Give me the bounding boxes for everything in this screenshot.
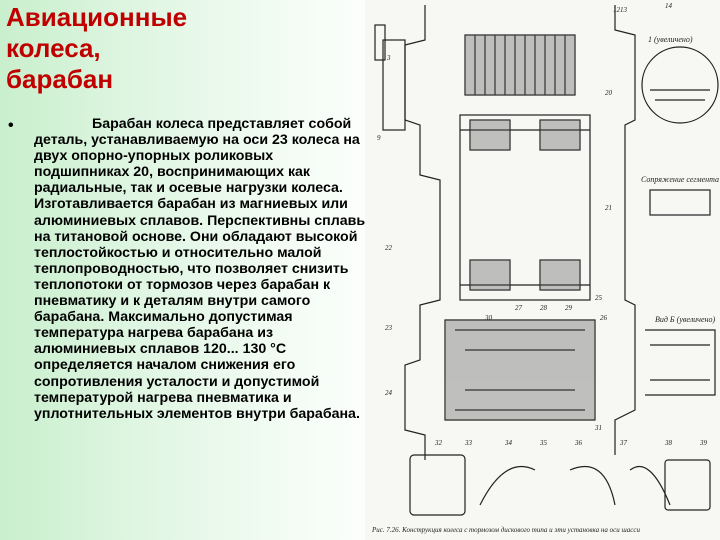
title-line-3: барабан [6,64,114,94]
reference-number-35: 35 [539,439,548,447]
reference-number-30: 30 [484,314,493,322]
slide-body-text: Барабан колеса представляет собой деталь… [34,116,369,422]
title-line-2: колеса, [6,33,101,63]
reference-number-12: 12 [613,6,621,14]
reference-number-32: 32 [434,439,443,447]
background-green-band [0,0,392,540]
reference-number-33: 33 [464,439,473,447]
reference-number-34: 34 [504,439,513,447]
reference-number-22: 22 [385,244,393,252]
title-line-1: Авиационные [6,2,188,32]
reference-number-14: 14 [665,2,673,10]
reference-number-25: 25 [595,294,603,302]
annotation-view-b: Вид Б (увеличено) [655,315,716,324]
reference-number-31: 31 [594,424,602,432]
reference-number-39: 39 [699,439,708,447]
reference-number-36: 36 [574,439,583,447]
reference-number-3: 3 [386,54,391,62]
reference-number-26: 26 [600,314,608,322]
reference-number-27: 27 [515,304,523,312]
reference-number-28: 28 [540,304,548,312]
reference-number-21: 21 [605,204,612,212]
wheel-drum-technical-drawing: 1 (увеличено) Сопряжение сегмента шашечн… [365,0,720,540]
reference-number-13: 13 [620,6,628,14]
reference-number-38: 38 [664,439,673,447]
reference-number-20: 20 [605,89,613,97]
reference-number-24: 24 [385,389,393,397]
slide-title: Авиационные колеса, барабан [6,2,206,95]
reference-number-29: 29 [565,304,573,312]
reference-number-23: 23 [385,324,393,332]
annotation-segment: Сопряжение сегмента шашечный [641,175,720,184]
reference-number-37: 37 [619,439,628,447]
reference-number-9: 9 [377,134,381,142]
figure-caption: Рис. 7.26. Конструкция колеса с тормозом… [372,526,640,534]
bullet-marker: • [8,117,14,134]
annotation-enlarged-1: 1 (увеличено) [648,35,693,44]
